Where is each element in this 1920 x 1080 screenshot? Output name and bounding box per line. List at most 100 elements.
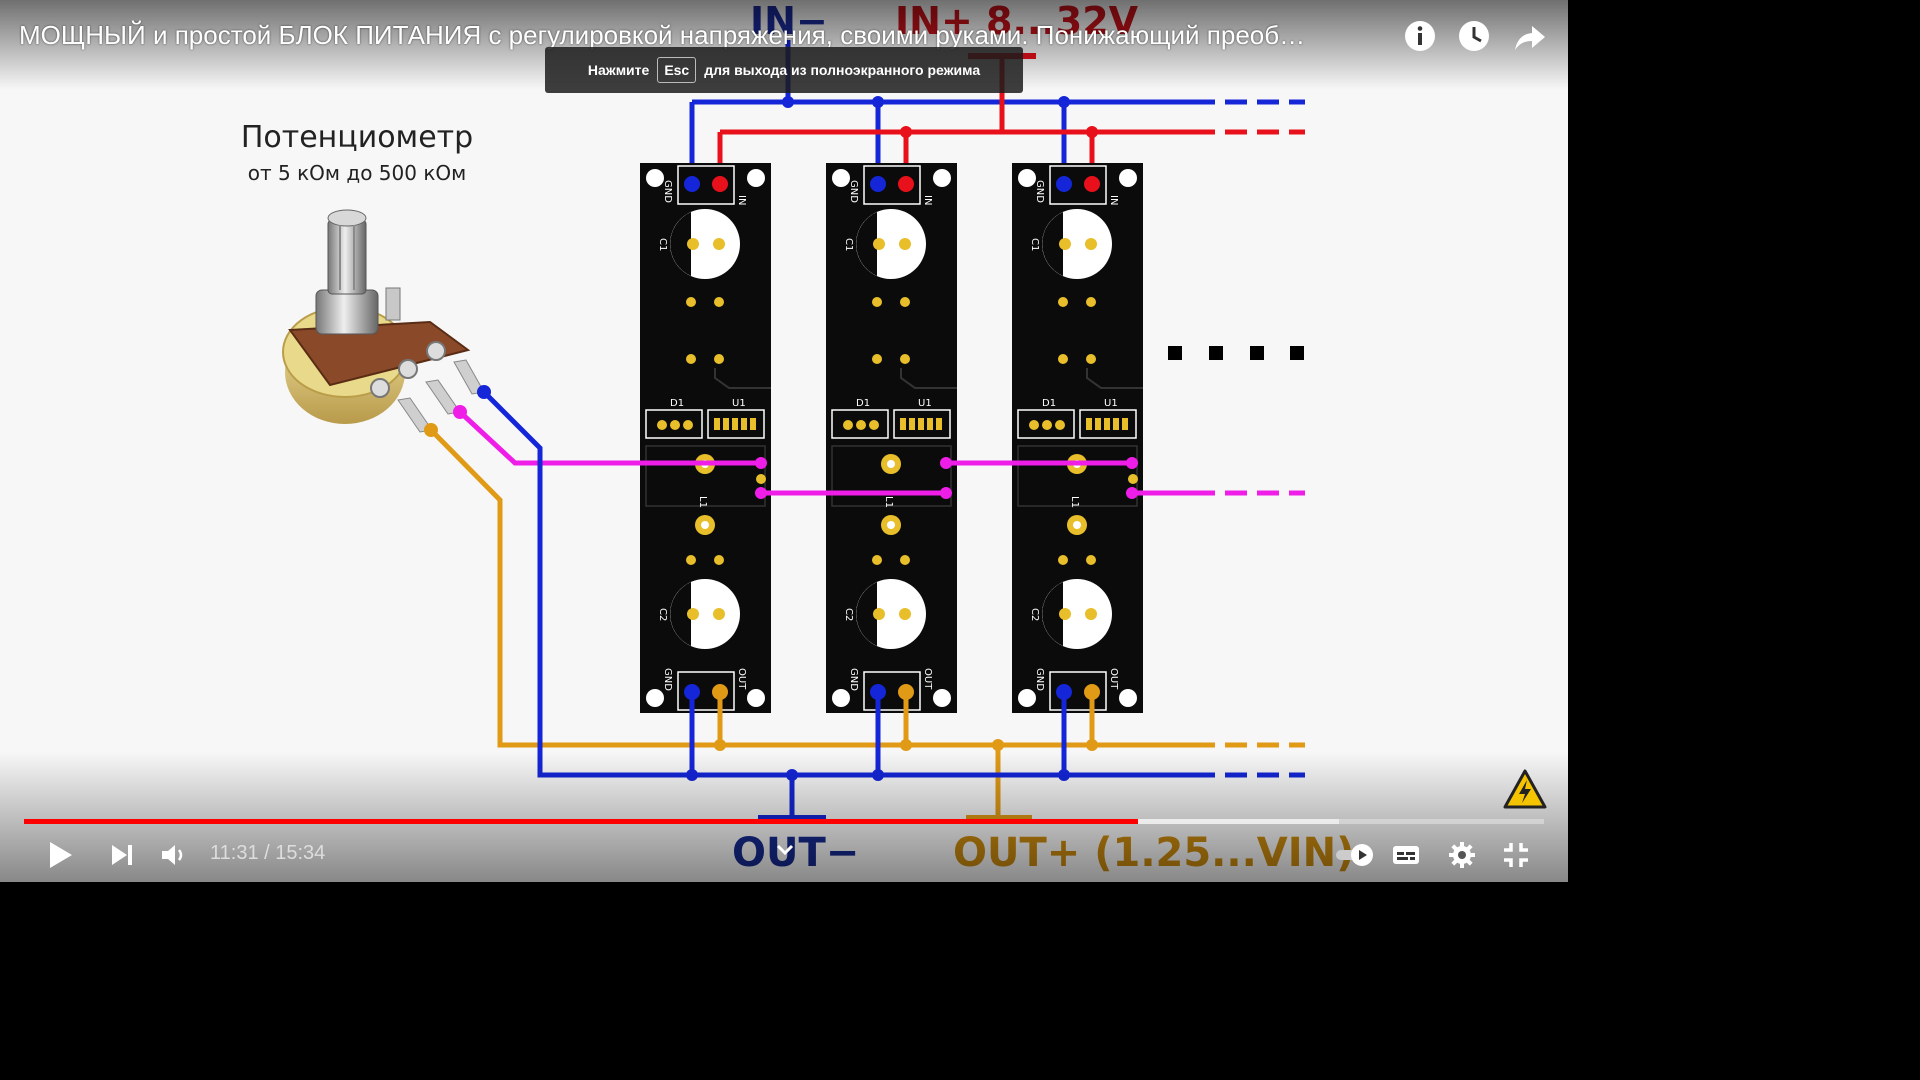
pad [900,354,910,364]
pad [714,297,724,307]
pad [936,418,942,430]
pcb-silkscreen-label: IN [922,195,933,205]
video-player[interactable]: IN− IN+ 8...32V Потенциометр от 5 кОм до… [0,0,1568,882]
pad [732,418,738,430]
pcb-silkscreen-label: C1 [657,238,668,251]
pad [1095,418,1101,430]
pad [1059,608,1071,620]
pcb-silkscreen-label: GND [662,668,673,691]
capacitor-c1-polarity [856,212,877,276]
subtitles-icon [1393,846,1419,864]
chevron-down-icon[interactable] [773,840,797,860]
diode-d1 [1017,409,1075,439]
next-button[interactable] [102,836,142,874]
progress-bar[interactable] [24,819,1544,824]
pcb-silkscreen-label: OUT [922,668,933,690]
hint-text-before: Нажмите [587,62,650,78]
pcb-silkscreen-label: L1 [697,496,708,508]
clock-icon[interactable] [1456,18,1492,54]
input-connector [1049,165,1107,205]
pad-hole [1073,521,1081,529]
mounting-hole [832,169,850,187]
pad [687,608,699,620]
pad [1128,474,1138,484]
pcb-silkscreen-label: C2 [843,608,854,621]
pad [843,420,853,430]
pad [1058,354,1068,364]
pad [1085,608,1097,620]
pad [713,238,725,250]
autoplay-toggle[interactable] [1332,836,1382,874]
pad [1086,555,1096,565]
exit-fullscreen-button[interactable] [1496,836,1536,874]
info-icon[interactable] [1402,18,1438,54]
regulator-u1 [707,409,765,439]
pad [873,238,885,250]
pad [714,555,724,565]
pcb-silkscreen-label: C1 [1029,238,1040,251]
pad [909,418,915,430]
pad [756,474,766,484]
feedback-wire [458,410,1305,499]
pad [872,555,882,565]
pad [900,418,906,430]
pot-range: от 5 кОм до 500 кОм [248,161,466,185]
pcb-trace [900,368,957,389]
pad [1029,420,1039,430]
diode-d1 [831,409,889,439]
potentiometer-image [282,209,491,437]
mounting-hole [1119,689,1137,707]
in-minus-bus [689,40,1305,184]
settings-button[interactable] [1442,836,1482,874]
pad [714,354,724,364]
pad [723,418,729,430]
subtitles-button[interactable] [1386,836,1426,874]
pad [1058,297,1068,307]
out-plus-label: OUT+ (1.25...VIN) [953,830,1354,876]
schematic-diagram: IN− IN+ 8...32V Потенциометр от 5 кОм до… [241,0,1355,876]
pot-title: Потенциометр [241,120,473,155]
capacitor-c1-polarity [1042,212,1063,276]
input-pad-gnd [684,176,700,192]
mounting-hole [646,689,664,707]
pcb-silkscreen-label: GND [662,180,673,203]
pcb-silkscreen-label: U1 [918,398,932,409]
play-button[interactable] [40,836,80,874]
out-minus-label: OUT− [732,830,859,876]
pad [899,238,911,250]
volume-icon [162,845,183,865]
pad [872,297,882,307]
input-pad-in [712,176,728,192]
hint-text-after: для выхода из полноэкранного режима [704,62,981,78]
gear-icon [1449,842,1475,868]
pad-hole [887,521,895,529]
out-plus-bus [429,428,1305,821]
pad [686,354,696,364]
input-connector [677,165,735,205]
pad [873,608,885,620]
pcb-trace [714,368,771,389]
pad [1122,418,1128,430]
mounting-hole [1018,169,1036,187]
pcb-silkscreen-label: D1 [856,398,870,409]
fullscreen-exit-hint: Нажмите Esc для выхода из полноэкранного… [545,47,1023,93]
continuation-dots [1168,346,1304,360]
mounting-hole [747,169,765,187]
autoplay-toggle-icon [1336,844,1373,866]
pad [899,608,911,620]
input-pad-gnd [1056,176,1072,192]
mute-button[interactable] [154,836,194,874]
share-icon[interactable] [1512,18,1548,54]
pad [683,420,693,430]
pad [741,418,747,430]
pad-hole [887,460,895,468]
pad [1059,238,1071,250]
pad [686,555,696,565]
pcb-silkscreen-label: L1 [883,496,894,508]
pad [714,418,720,430]
time-display: 11:31 / 15:34 [210,842,326,864]
